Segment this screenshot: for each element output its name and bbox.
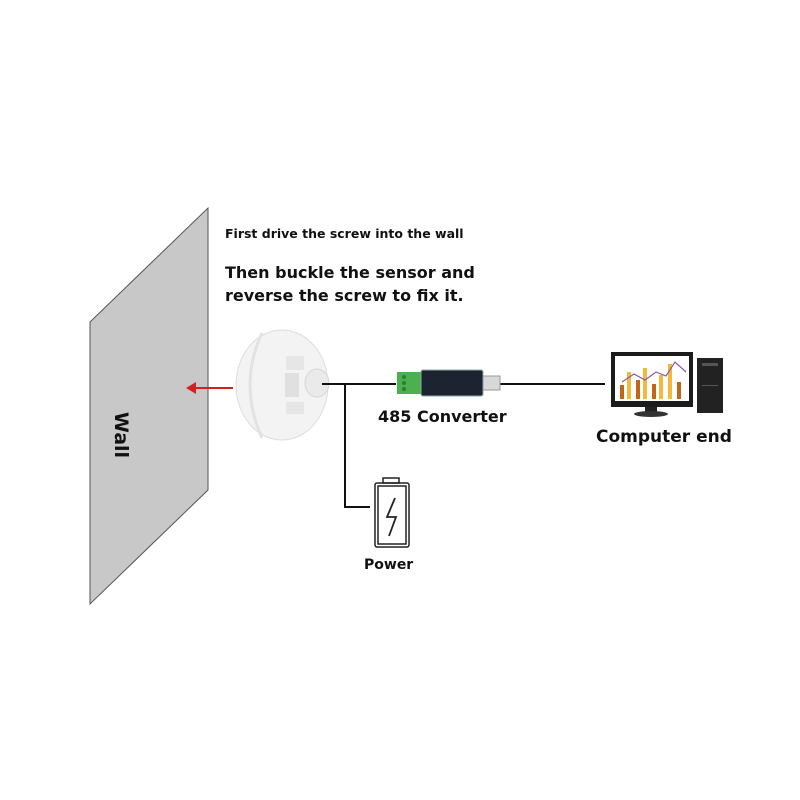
computer-label: Computer end [596,427,732,447]
red-arrow-icon [186,382,233,394]
sensor-device [235,329,330,441]
instruction-step2-line1: Then buckle the sensor and [225,263,475,282]
wall-label: Wall [110,411,133,459]
battery-icon [374,477,410,548]
computer-icon [611,352,723,417]
connection-lines [322,383,605,508]
wall [89,206,209,606]
instruction-step1: First drive the screw into the wall [225,226,464,241]
converter-label: 485 Converter [378,407,507,426]
rs485-converter [397,369,501,397]
power-label: Power [364,557,414,573]
instruction-step2-line2: reverse the screw to fix it. [225,286,464,305]
